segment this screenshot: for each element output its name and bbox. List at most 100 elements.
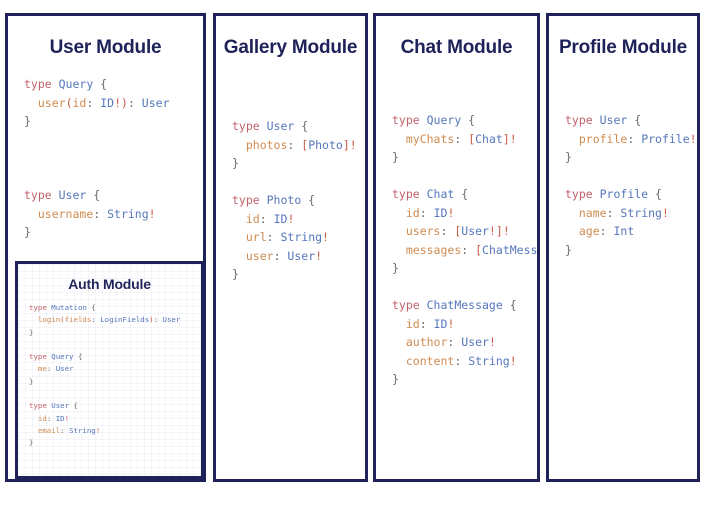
code-token: type — [565, 187, 600, 201]
code-token: } — [29, 376, 34, 386]
module-card-profile[interactable]: Profile Module type User { profile: Prof… — [546, 13, 700, 482]
code-token: { — [86, 188, 101, 202]
code-token: : — [60, 425, 70, 435]
code-line: photos: [Photo]! — [232, 136, 365, 155]
module-title-chat: Chat Module — [400, 37, 513, 58]
module-card-auth[interactable]: Auth Module type Mutation { login(fields… — [15, 261, 203, 479]
schema-code-gallery: type User { photos: [Photo]!} type Photo… — [216, 59, 365, 284]
code-token: } — [232, 267, 239, 281]
code-token: !) — [114, 95, 128, 110]
code-token: : — [447, 335, 462, 349]
code-token: id — [245, 211, 260, 226]
code-token: type — [232, 193, 267, 207]
code-token: id — [405, 316, 420, 331]
module-card-gallery[interactable]: Gallery Module type User { photos: [Phot… — [213, 13, 368, 482]
code-token: email — [37, 425, 61, 435]
code-token: { — [627, 113, 642, 127]
code-token: : — [46, 413, 56, 423]
code-token: ! — [447, 316, 455, 331]
code-token: Chat — [426, 187, 455, 201]
schema-code-profile: type User { profile: Profile!} type Prof… — [549, 59, 697, 259]
code-line — [232, 173, 365, 192]
code-token: ! — [148, 206, 156, 221]
code-token: ]! — [342, 137, 357, 152]
code-line: } — [392, 259, 537, 278]
code-token: User — [287, 248, 316, 263]
code-token: } — [29, 438, 34, 448]
code-token: String — [620, 205, 662, 220]
code-token: { — [461, 113, 476, 127]
code-line: myChats: [Chat]! — [392, 130, 537, 149]
code-line — [24, 149, 203, 168]
code-token: User — [162, 315, 181, 325]
code-line: name: String! — [565, 204, 697, 223]
code-token: : — [127, 95, 142, 110]
code-token: ]! — [502, 131, 517, 146]
code-line: } — [29, 437, 201, 449]
code-line: email: String! — [29, 425, 201, 437]
code-token: ! — [322, 230, 329, 244]
code-token: [ — [301, 137, 309, 152]
code-token: : — [440, 224, 455, 238]
module-card-chat[interactable]: Chat Module type Query { myChats: [Chat]… — [373, 13, 540, 482]
code-token: ! — [509, 353, 517, 368]
code-token: : — [259, 211, 274, 226]
code-token: [ — [454, 224, 462, 238]
code-token: ID — [433, 316, 448, 331]
code-token: ID — [273, 211, 288, 226]
code-token: User — [266, 119, 295, 133]
code-token: : — [93, 206, 108, 221]
code-token: Photo — [266, 193, 302, 207]
code-token: id — [37, 413, 47, 423]
code-token — [232, 212, 246, 226]
code-token: Int — [613, 224, 635, 238]
code-token: User — [599, 113, 628, 127]
module-card-user[interactable]: User Module type Query { user(id: ID!): … — [5, 13, 206, 482]
module-body-user: type Query { user(id: ID!): User} type U… — [8, 59, 203, 242]
code-token: type — [392, 113, 427, 127]
code-line: type Query { — [29, 351, 201, 363]
code-token: ! — [64, 413, 70, 423]
code-line: } — [565, 148, 697, 167]
code-token: { — [502, 298, 517, 312]
code-line: url: String! — [232, 228, 365, 247]
code-token: { — [69, 401, 78, 411]
code-token: { — [93, 77, 108, 91]
code-token — [392, 224, 406, 238]
code-line: type Photo { — [232, 191, 365, 210]
code-line: type User { — [24, 186, 203, 205]
code-token: ! — [661, 205, 669, 220]
code-token: : — [461, 242, 476, 257]
code-token — [392, 243, 406, 257]
code-token: User — [55, 364, 74, 374]
code-token: myChats — [405, 131, 455, 146]
code-token: } — [29, 327, 34, 337]
code-token — [29, 414, 38, 423]
code-token: author — [405, 335, 448, 349]
code-token: Chat — [475, 131, 503, 146]
code-token: : — [153, 315, 163, 325]
code-line — [565, 167, 697, 186]
code-token: User — [51, 401, 70, 411]
code-token: me — [37, 364, 47, 374]
code-token: type — [29, 401, 52, 411]
code-token: User — [461, 224, 489, 238]
code-token: } — [24, 114, 31, 128]
code-line: age: Int — [565, 222, 697, 241]
code-token: Profile — [599, 187, 649, 201]
code-line: } — [232, 154, 365, 173]
code-token: String — [69, 425, 96, 435]
code-line — [29, 388, 201, 400]
code-token: url — [245, 230, 267, 244]
code-token: : — [46, 364, 56, 374]
code-line: type Chat { — [392, 185, 537, 204]
code-token: users — [405, 224, 441, 238]
code-token — [392, 132, 406, 146]
code-block-gap — [24, 131, 203, 150]
code-token: ! — [689, 131, 697, 146]
code-token: ! — [447, 205, 455, 220]
schema-code-auth: type Mutation { login(fields: LoginField… — [18, 293, 201, 450]
code-token — [565, 224, 579, 238]
code-token: ( — [60, 315, 65, 325]
